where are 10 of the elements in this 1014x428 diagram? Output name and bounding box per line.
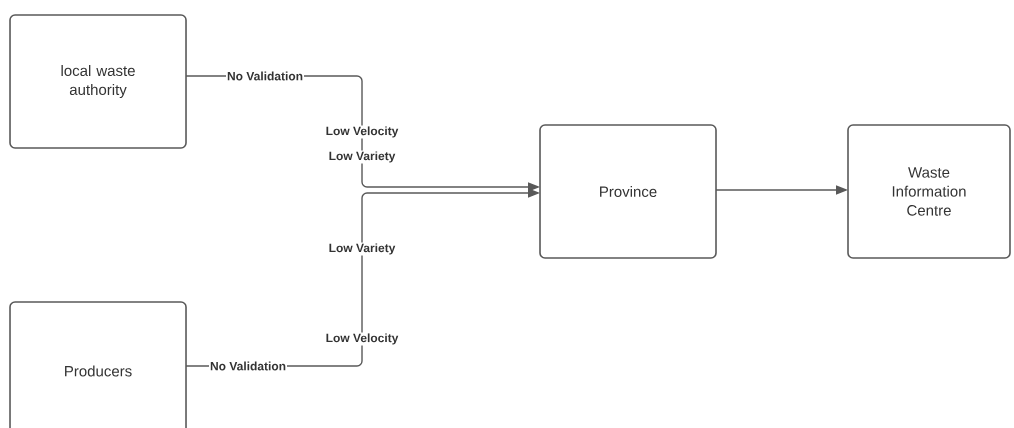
edge-label: No Validation [226, 70, 304, 82]
line-note: Low Variety [327, 242, 397, 256]
line-note: Low Variety [327, 150, 397, 164]
line-note: Low Velocity [324, 125, 400, 139]
process-box: Producers [9, 301, 187, 428]
process-box: Province [539, 124, 717, 259]
line-note: Low Velocity [324, 332, 400, 346]
process-box: local waste authority [9, 14, 187, 149]
edge-label: No Validation [209, 360, 287, 372]
process-box: Waste Information Centre [847, 124, 1011, 259]
